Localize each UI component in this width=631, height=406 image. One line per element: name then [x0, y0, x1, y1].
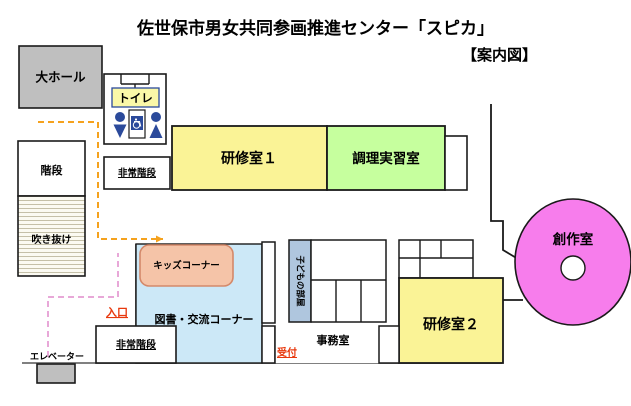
- room-elevator[interactable]: エレベーター: [30, 351, 84, 384]
- annex-room-upper-right: [444, 135, 468, 191]
- room-training-room-2[interactable]: 研修室２: [398, 277, 504, 364]
- wheelchair-accessible-icon: [128, 109, 146, 139]
- room-emergency-stairs-lower[interactable]: 非常階段: [95, 325, 177, 364]
- room-label-cooking-room: 調理実習室: [352, 150, 420, 167]
- room-label-creation-room: 創作室: [552, 231, 594, 248]
- room-label-library-corner: 図書・交流コーナー: [155, 312, 254, 326]
- room-label-atrium: 吹き抜け: [32, 233, 72, 246]
- room-creation-room[interactable]: 創作室: [514, 198, 631, 326]
- corridor-strip-library: [261, 241, 276, 364]
- page-title: 佐世保市男女共同参画推進センター「スピカ」: [137, 19, 494, 39]
- toilet-label: トイレ: [118, 91, 153, 105]
- room-label-training-room-2: 研修室２: [423, 316, 479, 333]
- room-cooking-room[interactable]: 調理実習室: [326, 125, 446, 191]
- corridor-wall-right: [490, 104, 524, 301]
- room-large-hall[interactable]: 大ホール: [18, 45, 103, 109]
- page-subtitle: 【案内図】: [461, 46, 537, 64]
- room-training-room-1[interactable]: 研修室１: [171, 125, 328, 191]
- room-stairs[interactable]: 階段: [17, 140, 86, 197]
- small-rooms-right: [398, 239, 474, 279]
- room-kids-corner[interactable]: キッズコーナー: [139, 244, 234, 287]
- room-emergency-stairs-upper[interactable]: 非常階段: [103, 156, 171, 190]
- room-label-office: 事務室: [317, 333, 350, 347]
- room-label-childrens-room: 子どもの部屋: [295, 255, 306, 307]
- entrance-label: 入口: [106, 306, 128, 319]
- room-atrium[interactable]: 吹き抜け: [17, 195, 86, 277]
- notch-left-of-training-2: [378, 325, 400, 364]
- room-label-stairs: 階段: [41, 163, 63, 177]
- small-rooms-center: [310, 239, 387, 323]
- female-restroom-icon: [113, 112, 127, 138]
- orange-route: [38, 121, 163, 243]
- room-label-large-hall: 大ホール: [35, 70, 86, 85]
- room-childrens-room[interactable]: 子どもの部屋: [288, 239, 312, 323]
- room-label-kids-corner: キッズコーナー: [153, 260, 220, 272]
- reception-label: 受付: [277, 346, 297, 359]
- entrance-marker[interactable]: 入口: [106, 306, 128, 319]
- room-label-emergency-stairs-upper: 非常階段: [118, 167, 157, 179]
- pink-route: [47, 253, 119, 357]
- male-restroom-icon: [149, 112, 163, 138]
- room-toilet[interactable]: トイレ: [103, 73, 167, 145]
- room-label-elevator: エレベーター: [30, 351, 84, 363]
- room-label-emergency-stairs-lower: 非常階段: [116, 338, 156, 351]
- reception-marker[interactable]: 受付: [277, 346, 297, 359]
- room-label-training-room-1: 研修室１: [221, 150, 277, 167]
